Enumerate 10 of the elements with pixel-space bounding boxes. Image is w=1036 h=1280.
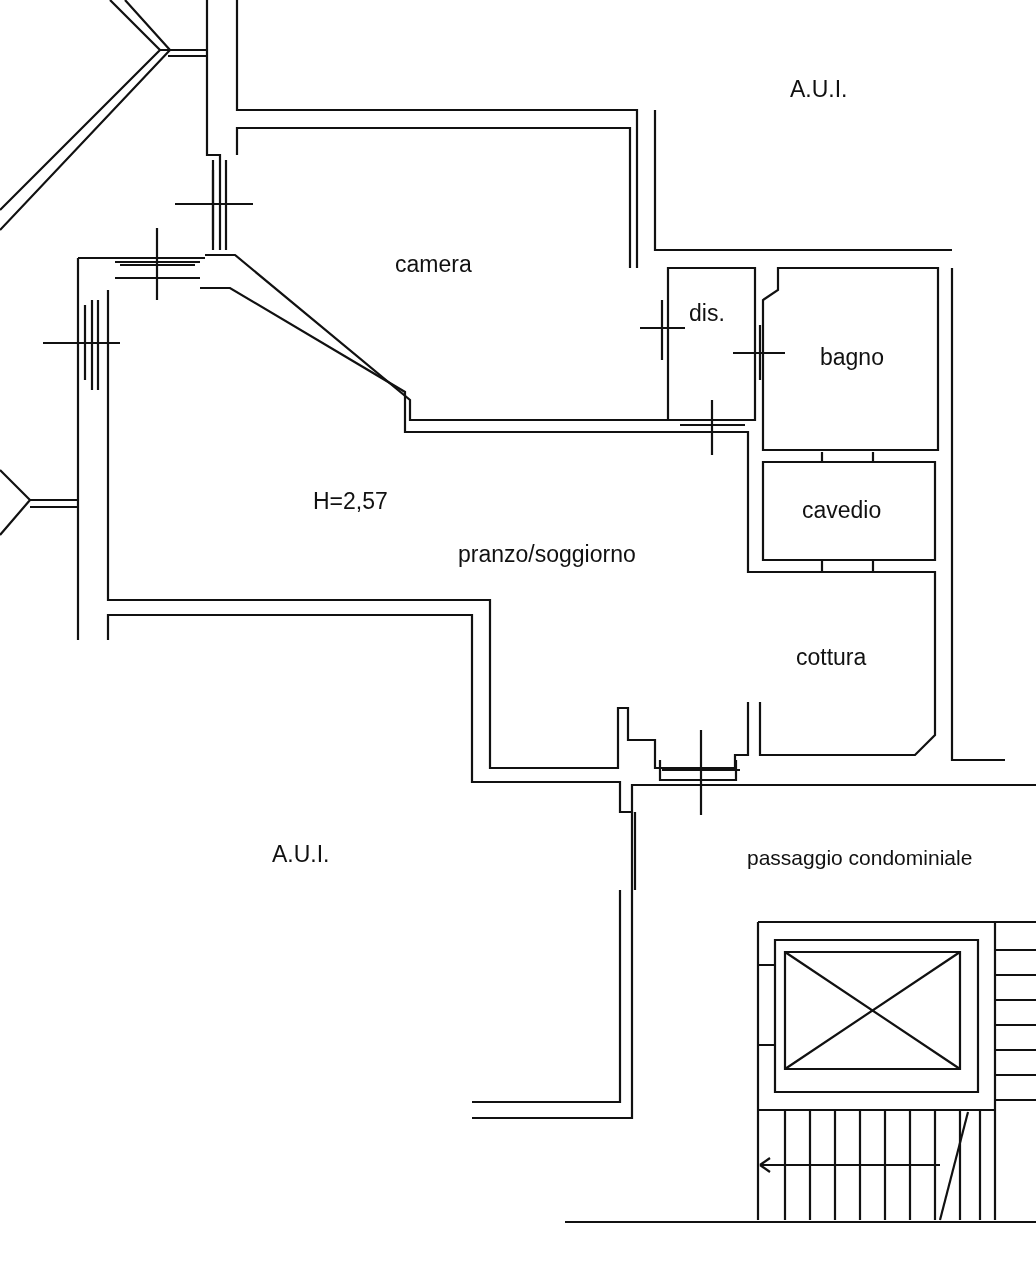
- room-label: bagno: [820, 346, 884, 369]
- area-label: A.U.I.: [790, 78, 848, 101]
- area-label: passaggio condominiale: [747, 847, 973, 868]
- height-label: H=2,57: [313, 490, 388, 513]
- room-label: camera: [395, 253, 472, 276]
- room-label: dis.: [689, 302, 725, 325]
- room-label: pranzo/soggiorno: [458, 543, 636, 566]
- room-label: cavedio: [802, 499, 882, 522]
- room-label: cottura: [796, 646, 867, 669]
- area-label: A.U.I.: [272, 843, 330, 866]
